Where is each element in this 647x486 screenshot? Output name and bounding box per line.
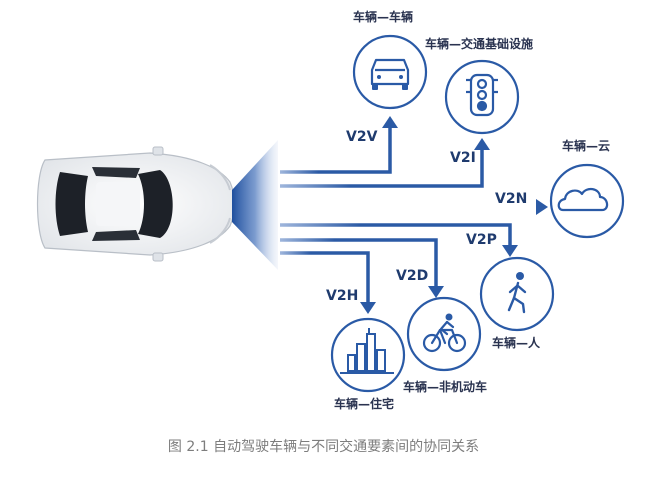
arrowhead-v2h <box>360 302 376 314</box>
arrow-v2i <box>280 150 484 188</box>
car-icon <box>370 58 410 90</box>
circle-v2n <box>549 163 625 239</box>
link-label-v2v: V2V <box>346 129 378 145</box>
arrow-v2p <box>280 223 512 245</box>
label-v2p: 车辆—人 <box>492 335 541 350</box>
v2x-diagram: 车辆—车辆 车辆—交通基础设施 车辆—云 车辆—人 车辆—非机动车 车辆—住宅 … <box>36 9 625 411</box>
label-v2d: 车辆—非机动车 <box>403 379 487 394</box>
cloud-icon <box>557 187 609 212</box>
link-label-v2h: V2H <box>326 288 358 304</box>
arrowhead-v2p <box>502 245 518 257</box>
car <box>36 146 236 262</box>
arrowhead-v2d <box>428 286 444 298</box>
arrowhead-v2n <box>536 199 548 215</box>
buildings-icon <box>340 328 394 374</box>
label-v2h: 车辆—住宅 <box>334 396 394 411</box>
arrow-v2h <box>280 251 370 302</box>
figure-caption: 图 2.1 自动驾驶车辆与不同交通要素间的协同关系 <box>167 439 480 455</box>
label-v2i: 车辆—交通基础设施 <box>425 36 533 51</box>
label-v2n: 车辆—云 <box>562 138 610 153</box>
arrow-v2d <box>280 238 438 286</box>
circle-v2i <box>444 59 520 135</box>
arrowhead-v2v <box>382 116 398 128</box>
arrowheads <box>360 116 548 314</box>
link-label-v2d: V2D <box>396 268 428 284</box>
arrows <box>280 128 536 302</box>
sensor-beam <box>232 140 278 270</box>
arrow-v2v <box>280 128 392 174</box>
circle-v2d <box>406 296 482 372</box>
circle-v2v <box>352 34 428 110</box>
link-label-v2i: V2I <box>450 150 476 166</box>
link-label-v2n: V2N <box>495 191 527 207</box>
pedestrian-icon <box>507 272 527 314</box>
label-v2v: 车辆—车辆 <box>353 9 413 24</box>
arrowhead-v2i <box>474 138 490 150</box>
link-label-v2p: V2P <box>466 232 497 248</box>
circle-v2p <box>479 256 555 332</box>
cyclist-icon <box>422 313 467 353</box>
traffic-light-icon <box>466 73 498 117</box>
